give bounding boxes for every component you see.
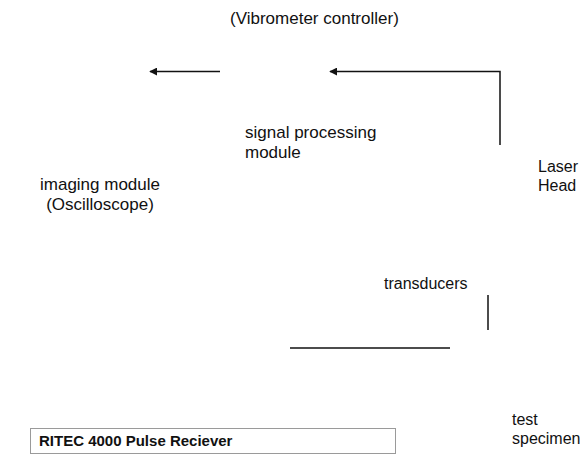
module-label: imaging module (Oscilloscope) bbox=[20, 175, 180, 216]
transducer: transducers bbox=[450, 338, 466, 358]
connector bbox=[290, 347, 450, 349]
instrument-label: RITEC 4000 Pulse Reciever bbox=[30, 428, 396, 454]
controller-label: (Vibrometer controller) bbox=[230, 9, 399, 29]
laser-label: Laser Head bbox=[538, 157, 584, 195]
specimen-label: test specimen bbox=[512, 410, 584, 448]
controller-box: (Vibrometer controller)signal processing… bbox=[220, 45, 330, 98]
laser-head-shape bbox=[465, 145, 535, 295]
pulse-receiver-shape bbox=[45, 340, 290, 432]
connector bbox=[150, 71, 220, 73]
laser-head: Laser Head bbox=[465, 145, 535, 295]
pulse-receiver: RITEC 4000 Pulse Reciever bbox=[45, 340, 290, 432]
banner-bar bbox=[0, 0, 210, 11]
leader-arrowhead bbox=[447, 327, 455, 337]
oscilloscope-shape bbox=[12, 25, 150, 165]
transducer-shape bbox=[450, 338, 466, 358]
test-specimen: test specimen bbox=[372, 330, 538, 442]
controller-box-shape bbox=[220, 45, 330, 98]
connector bbox=[487, 295, 489, 330]
transducer-label: transducers bbox=[384, 274, 468, 293]
oscilloscope: imaging module (Oscilloscope) bbox=[12, 25, 150, 165]
module-label: signal processing module bbox=[245, 123, 395, 164]
leader-line bbox=[428, 297, 452, 332]
